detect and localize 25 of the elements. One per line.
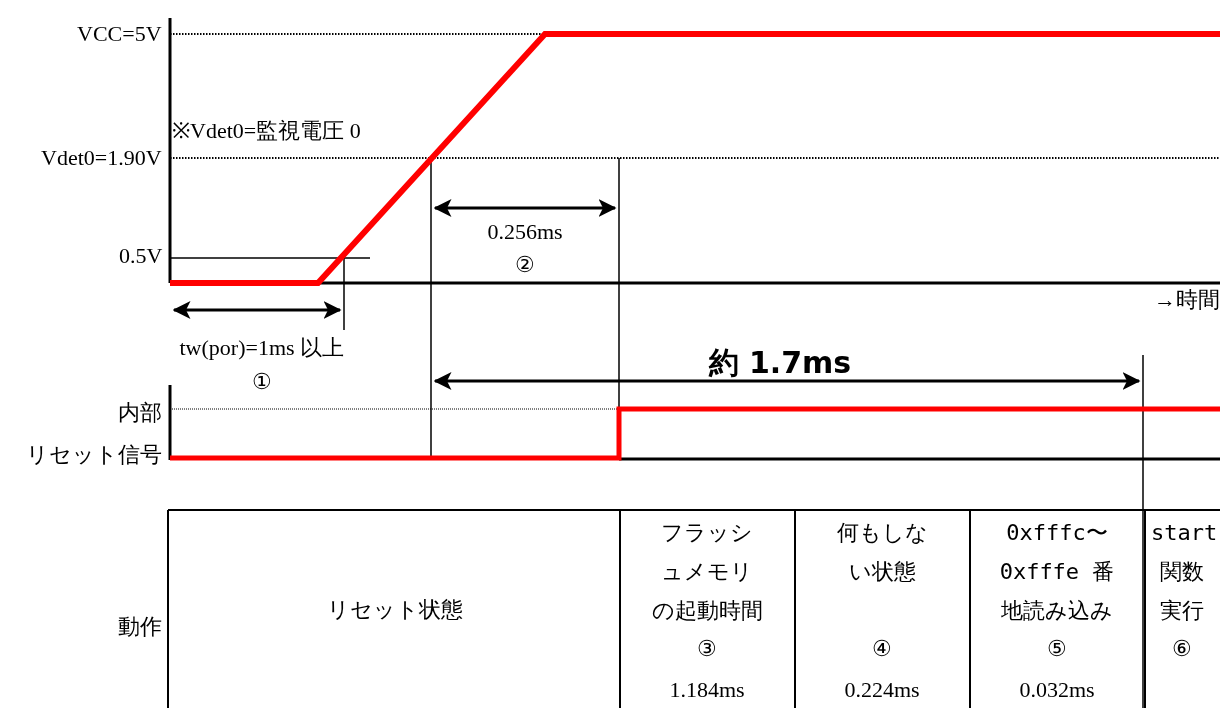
table-cell-text: 0xfffc〜0xfffe 番地読み込み — [998, 518, 1116, 625]
step-number: ③ — [697, 636, 717, 662]
table-cell-text: フラッシュメモリの起動時間 — [651, 518, 763, 625]
signal-label: 内部 — [118, 400, 162, 426]
step-number: ④ — [872, 636, 892, 662]
table-cell-text: start関数実行 — [1151, 518, 1213, 625]
dimension-label: tw(por)=1ms 以上 — [179, 335, 345, 361]
table-cell-text: リセット状態 — [327, 597, 463, 623]
table-cell-text: 0.032ms — [1019, 677, 1095, 703]
axis-label: VCC=5V — [77, 21, 162, 47]
axis-label: 0.5V — [119, 243, 163, 269]
table-cell-text: 0.224ms — [844, 677, 920, 703]
step-number: ① — [252, 369, 272, 395]
table-cell-text: 何もしない状態 — [835, 519, 929, 586]
step-number: ⑥ — [1172, 636, 1192, 662]
table-cell-text: 1.184ms — [669, 677, 745, 703]
signal-label: リセット信号 — [26, 442, 162, 468]
dimension-label: 約 1.7ms — [708, 346, 852, 380]
axis-label: →時間 — [1154, 287, 1220, 313]
dimension-label: 0.256ms — [487, 219, 563, 245]
step-number: ② — [515, 252, 535, 278]
row-label: 動作 — [118, 614, 162, 640]
step-number: ⑤ — [1047, 636, 1067, 662]
axis-label: Vdet0=1.90V — [41, 145, 162, 171]
note-text: ※Vdet0=監視電圧 0 — [172, 118, 361, 144]
